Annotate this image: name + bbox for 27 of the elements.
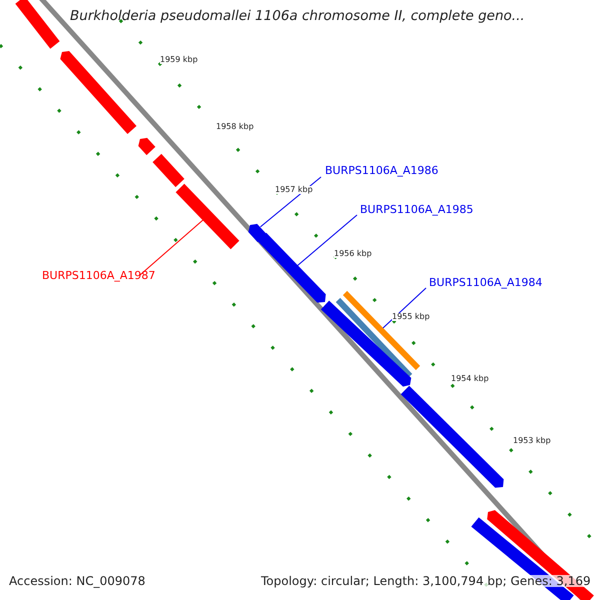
gene-feature-bar (176, 184, 240, 250)
gene-label: BURPS1106A_A1986 (325, 165, 438, 176)
gene-feature-bar (400, 386, 504, 488)
scale-label: 1957 kbp (275, 186, 313, 194)
leader-line (140, 220, 204, 276)
scale-label: 1958 kbp (216, 123, 254, 131)
gene-feature-bar (248, 224, 266, 242)
leader-line (382, 288, 426, 328)
gene-feature-bar (15, 0, 60, 49)
gene-feature-bar (320, 300, 412, 387)
scale-label: 1953 kbp (513, 437, 551, 445)
gene-feature-bar (60, 51, 136, 134)
gene-feature-bar (152, 154, 184, 188)
gene-feature-bar (138, 138, 156, 156)
title: Burkholderia pseudomallei 1106a chromosome II, complete geno... (70, 10, 525, 24)
scale-label: 1959 kbp (160, 56, 198, 64)
gene-label: BURPS1106A_A1984 (429, 277, 542, 288)
gene-label: BURPS1106A_A1985 (360, 204, 474, 215)
scale-label: 1956 kbp (334, 250, 372, 258)
leader-line (260, 176, 322, 228)
gene-feature-bar (336, 298, 412, 378)
leader-line (296, 214, 358, 266)
accession-text: Accession: NC_009078 (9, 575, 146, 587)
gene-label: BURPS1106A_A1987 (42, 270, 156, 281)
summary-text: Topology: circular; Length: 3,100,794 bp; Genes: 3,169 (261, 575, 591, 587)
scale-label: 1955 kbp (392, 313, 430, 321)
gene-feature-bar (258, 232, 326, 303)
